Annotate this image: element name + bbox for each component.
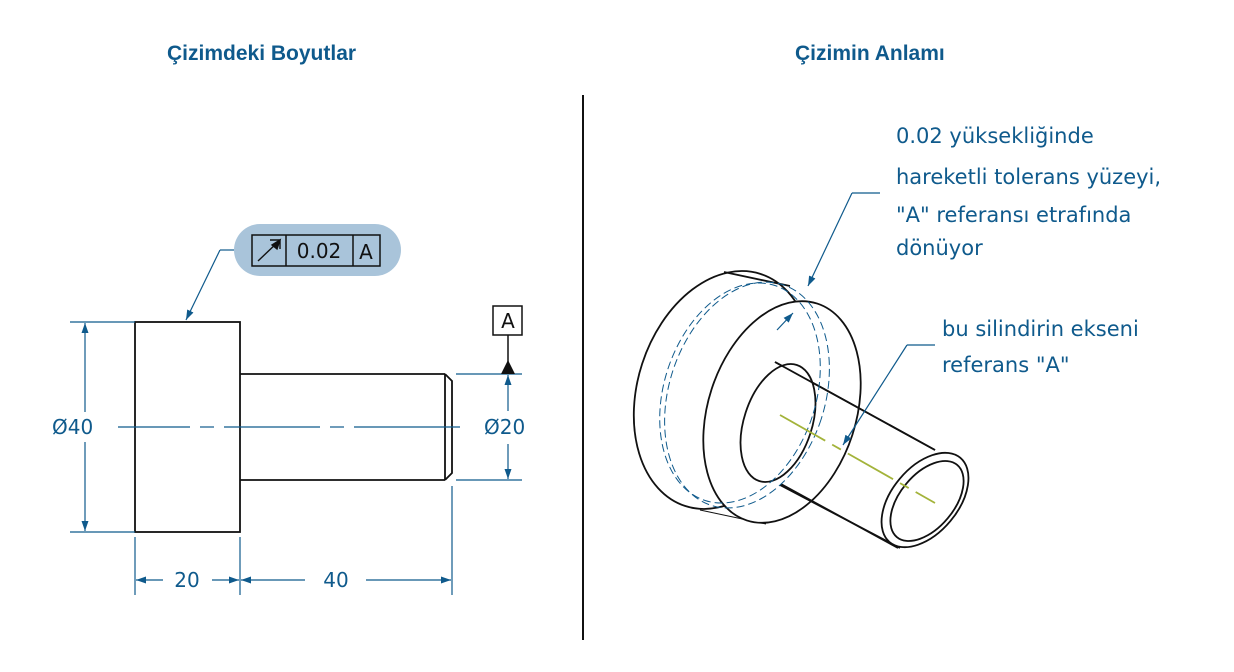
dim-len-shaft-label: 40 <box>323 568 348 592</box>
note-leaders <box>776 192 935 446</box>
dim-lengths <box>134 486 453 595</box>
note-axis-line-1: bu silindirin ekseni <box>942 317 1139 341</box>
fcf-tolerance: 0.02 <box>297 239 342 263</box>
note-tolerance-line-2: hareketli tolerans yüzeyi, <box>896 165 1161 189</box>
circular-runout-icon <box>257 238 282 262</box>
note-tolerance-line-1: 0.02 yüksekliğinde <box>896 124 1094 148</box>
datum-feature-a <box>492 305 523 374</box>
datum-a-label: A <box>501 309 515 333</box>
note-tolerance-line-3: "A" referansı etrafında <box>896 203 1131 227</box>
dim-dia-small-label: Ø20 <box>484 415 525 439</box>
note-axis-line-2: referans "A" <box>942 353 1070 377</box>
right-panel-title: Çizimin Anlamı <box>795 42 945 65</box>
dim-dia-large-label: Ø40 <box>52 415 93 439</box>
dim-dia-small <box>456 373 522 481</box>
dim-len-flange-label: 20 <box>174 568 199 592</box>
part-isometric <box>632 270 970 549</box>
note-tolerance-zone: 0.02 yüksekliğinde hareketli tolerans yü… <box>896 124 1168 260</box>
dim-dia-large <box>70 321 135 533</box>
left-panel-title: Çizimdeki Boyutlar <box>167 42 357 65</box>
tolerance-zone <box>659 281 830 509</box>
datum-axis-line <box>779 414 936 504</box>
note-tolerance-line-4: dönüyor <box>896 236 983 260</box>
note-datum-axis: bu silindirin ekseni referans "A" <box>942 317 1145 377</box>
feature-control-frame <box>185 224 401 321</box>
fcf-datum: A <box>359 240 373 264</box>
